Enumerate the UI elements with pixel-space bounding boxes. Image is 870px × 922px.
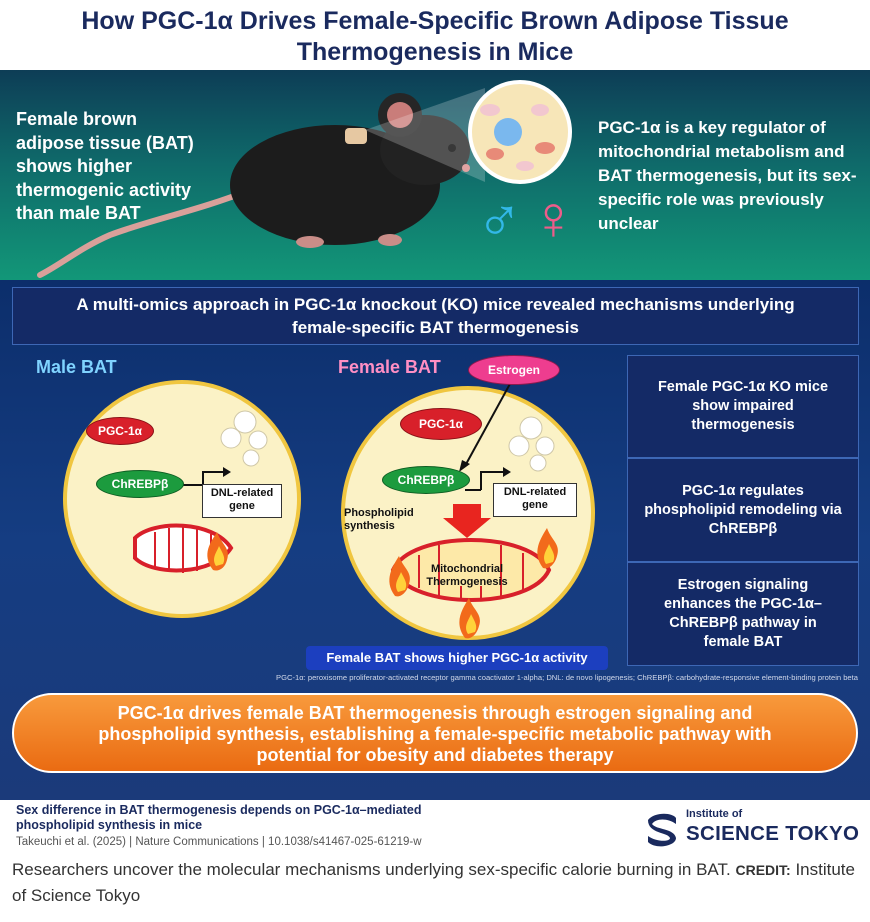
conclusion-banner: PGC-1α drives female BAT thermogenesis t… bbox=[12, 693, 858, 773]
caption-text: Researchers uncover the molecular mechan… bbox=[12, 860, 731, 879]
female-activity-label: Female BAT shows higher PGC-1α activity bbox=[306, 646, 608, 670]
title-line-2: Thermogenesis in Mice bbox=[296, 38, 574, 66]
logo-subtitle: Institute of bbox=[686, 808, 743, 820]
paper-reference: Takeuchi et al. (2025) | Nature Communic… bbox=[16, 836, 422, 848]
lipid-droplet bbox=[480, 104, 500, 116]
lipid-droplet bbox=[233, 410, 257, 434]
upregulation-arrow-icon bbox=[443, 504, 491, 538]
mouse-foot bbox=[378, 234, 402, 246]
mitochondrion bbox=[486, 148, 504, 160]
flame-core bbox=[214, 546, 225, 566]
male-dnl-gene-box: DNL-related gene bbox=[202, 484, 282, 518]
phospholipid-synthesis-label: Phospholipid synthesis bbox=[344, 507, 414, 533]
paper-title-line-2: phospholipid synthesis in mice bbox=[16, 818, 203, 832]
credit-label: CREDIT: bbox=[735, 862, 791, 878]
female-symbol-icon: ♀ bbox=[530, 184, 577, 253]
cell-nucleus bbox=[494, 118, 522, 146]
mouse-illustration bbox=[37, 80, 572, 278]
mito-line-2: Thermogenesis bbox=[426, 576, 508, 588]
flame-core bbox=[544, 544, 555, 564]
dnl-line-1: DNL-related bbox=[210, 487, 274, 499]
mitochondrion-icon bbox=[390, 538, 552, 602]
page-title: How PGC-1α Drives Female-Specific Brown … bbox=[0, 0, 870, 70]
hero-right-text: PGC-1α is a key regulator of mitochondri… bbox=[598, 118, 857, 233]
abbreviation-footnote: PGC-1α: peroxisome proliferator-activate… bbox=[276, 673, 858, 682]
institute-logo-icon bbox=[648, 813, 676, 847]
male-symbol-icon: ♂ bbox=[476, 184, 523, 253]
approach-banner: A multi-omics approach in PGC-1α knockou… bbox=[12, 287, 859, 345]
female-cell-diagram bbox=[389, 381, 558, 639]
estrogen-arrow bbox=[464, 381, 512, 467]
mito-line-1: Mitochondrial bbox=[430, 563, 504, 575]
conclusion-line-2: phospholipid synthesis, establishing a f… bbox=[98, 724, 772, 744]
lipid-droplet bbox=[519, 416, 543, 440]
finding-text-2: PGC-1α regulates phospholipid remodeling… bbox=[644, 482, 842, 537]
bat-patch bbox=[345, 128, 367, 144]
mito-thermogenesis-label: Mitochondrial Thermogenesis bbox=[422, 563, 512, 589]
flame-core bbox=[466, 614, 477, 634]
paper-title-line-1: Sex difference in BAT thermogenesis depe… bbox=[16, 803, 422, 817]
male-pgc1a-node: PGC-1α bbox=[86, 417, 154, 445]
mouse-tail bbox=[37, 187, 253, 278]
male-cell-diagram bbox=[133, 410, 268, 573]
female-chrebp-node: ChREBPβ bbox=[382, 466, 470, 494]
banner-line-2: female-specific BAT thermogenesis bbox=[292, 318, 579, 337]
image-caption: Researchers uncover the molecular mechan… bbox=[12, 857, 862, 909]
finding-text-3: Estrogen signaling enhances the PGC-1α–C… bbox=[664, 577, 822, 650]
finding-box-2: PGC-1α regulates phospholipid remodeling… bbox=[627, 458, 859, 562]
estrogen-arrowhead bbox=[459, 460, 470, 472]
female-bat-label: Female BAT bbox=[338, 357, 441, 377]
female-dnl-gene-box: DNL-related gene bbox=[493, 483, 577, 517]
phospholipid-line-2: synthesis bbox=[344, 520, 395, 532]
transcription-arrow bbox=[202, 471, 223, 485]
conclusion-line-3: potential for obesity and diabetes thera… bbox=[256, 745, 614, 765]
logo-wordmark: SCIENCE TOKYO bbox=[686, 822, 860, 845]
mouse-foot bbox=[296, 236, 324, 248]
mitochondrion bbox=[535, 142, 555, 154]
male-chrebp-node: ChREBPβ bbox=[96, 470, 184, 498]
transcription-arrow bbox=[480, 471, 503, 490]
banner-line-1: A multi-omics approach in PGC-1α knockou… bbox=[76, 295, 795, 314]
flame-core bbox=[396, 572, 407, 592]
phospholipid-line-1: Phospholipid bbox=[344, 507, 414, 519]
lipid-droplet bbox=[529, 454, 547, 472]
transcription-arrowhead bbox=[223, 467, 231, 477]
lipid-droplet bbox=[516, 161, 534, 171]
transcription-arrowhead bbox=[503, 467, 511, 477]
lipid-droplet bbox=[242, 449, 260, 467]
mouse-nose bbox=[462, 164, 470, 172]
paper-title: Sex difference in BAT thermogenesis depe… bbox=[16, 803, 616, 833]
finding-box-1: Female PGC-1α KO mice show impaired ther… bbox=[627, 355, 859, 458]
mouse-ear-inner bbox=[387, 102, 413, 128]
dnl-line-2: gene bbox=[522, 499, 548, 511]
finding-text-1: Female PGC-1α KO mice show impaired ther… bbox=[657, 379, 829, 433]
logo-mark bbox=[648, 813, 676, 847]
hero-left-text: Female brown adipose tissue (BAT) shows … bbox=[16, 109, 194, 223]
credit-text: Institute of Science Tokyo bbox=[12, 860, 855, 905]
lipid-droplet bbox=[535, 436, 555, 456]
dnl-line-2: gene bbox=[229, 500, 255, 512]
lipid-droplet bbox=[220, 427, 242, 449]
dnl-line-1: DNL-related bbox=[503, 486, 567, 498]
lipid-droplet bbox=[508, 435, 530, 457]
title-line-1: How PGC-1α Drives Female-Specific Brown … bbox=[81, 7, 789, 35]
lipid-droplet bbox=[531, 104, 549, 116]
female-pgc1a-node: PGC-1α bbox=[400, 408, 482, 440]
citation-bar bbox=[0, 800, 870, 857]
male-bat-label: Male BAT bbox=[36, 357, 117, 377]
magnify-beam bbox=[365, 88, 485, 182]
mouse-eye bbox=[448, 144, 456, 152]
estrogen-node: Estrogen bbox=[468, 355, 560, 385]
conclusion-line-1: PGC-1α drives female BAT thermogenesis t… bbox=[117, 703, 753, 723]
finding-box-3: Estrogen signaling enhances the PGC-1α–C… bbox=[627, 562, 859, 666]
lipid-droplet bbox=[248, 430, 268, 450]
